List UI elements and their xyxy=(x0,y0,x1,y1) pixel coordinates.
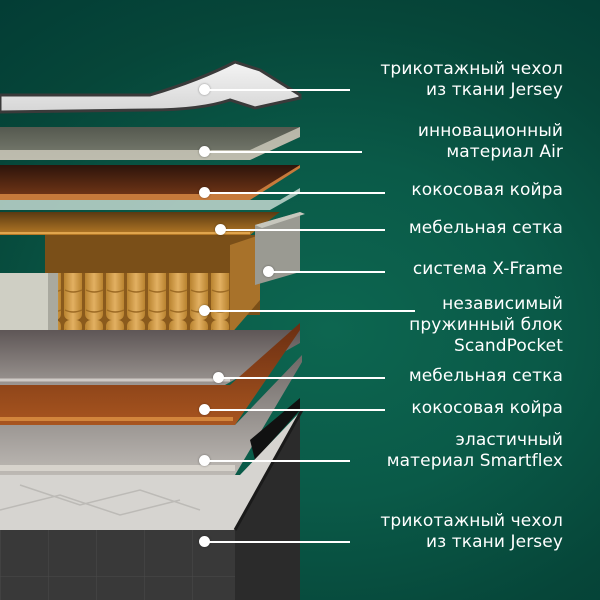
label-x-frame: система X-Frame xyxy=(413,259,563,280)
layer-marker-coir-bottom xyxy=(199,404,210,415)
label-air-material: инновационный материал Air xyxy=(418,121,563,163)
layer-marker-mesh-bottom xyxy=(213,372,224,383)
layer-marker-mesh-top xyxy=(215,224,226,235)
leader-line-bottom-cover xyxy=(205,541,350,543)
label-line: мебельная сетка xyxy=(408,366,563,386)
label-coir-top: кокосовая койра xyxy=(411,180,563,201)
label-line: из ткани Jersey xyxy=(426,80,563,100)
label-line: пружинный блок xyxy=(409,315,563,335)
layer-marker-spring-block xyxy=(199,305,210,316)
layer-marker-top-cover xyxy=(199,84,210,95)
leader-line-air-material xyxy=(205,151,362,153)
leader-line-spring-block xyxy=(205,310,415,312)
label-line: из ткани Jersey xyxy=(426,532,563,552)
label-coir-bottom: кокосовая койра xyxy=(411,398,563,419)
leader-line-x-frame xyxy=(269,271,385,273)
label-line: кокосовая койра xyxy=(411,180,563,200)
leader-line-mesh-bottom xyxy=(219,377,385,379)
label-spring-block: независимый пружинный блок ScandPocket xyxy=(409,294,563,357)
label-bottom-cover: трикотажный чехол из ткани Jersey xyxy=(380,511,563,553)
label-line: мебельная сетка xyxy=(408,218,563,238)
layer-marker-coir-top xyxy=(199,187,210,198)
label-line: независимый xyxy=(442,294,563,314)
leader-line-top-cover xyxy=(205,89,350,91)
leader-line-coir-bottom xyxy=(205,409,385,411)
layer-marker-bottom-cover xyxy=(199,536,210,547)
layer-marker-smartflex xyxy=(199,455,210,466)
layer-marker-x-frame xyxy=(263,266,274,277)
layer-marker-air-material xyxy=(199,146,210,157)
label-mesh-top: мебельная сетка xyxy=(409,218,563,239)
label-line: трикотажный чехол xyxy=(380,511,563,531)
label-line: материал Air xyxy=(446,142,563,162)
label-line: кокосовая койра xyxy=(411,398,563,418)
label-mesh-bottom: мебельная сетка xyxy=(409,366,563,387)
label-line: материал Smartflex xyxy=(386,451,563,471)
label-line: эластичный xyxy=(455,430,563,450)
label-line: система X-Frame xyxy=(412,259,563,279)
label-line: ScandPocket xyxy=(454,336,563,356)
label-top-cover: трикотажный чехол из ткани Jersey xyxy=(380,59,563,101)
leader-line-smartflex xyxy=(205,460,350,462)
label-line: инновационный xyxy=(417,121,563,141)
label-line: трикотажный чехол xyxy=(380,59,563,79)
label-smartflex: эластичный материал Smartflex xyxy=(387,430,563,472)
leader-line-coir-top xyxy=(205,192,385,194)
leader-line-mesh-top xyxy=(221,229,385,231)
